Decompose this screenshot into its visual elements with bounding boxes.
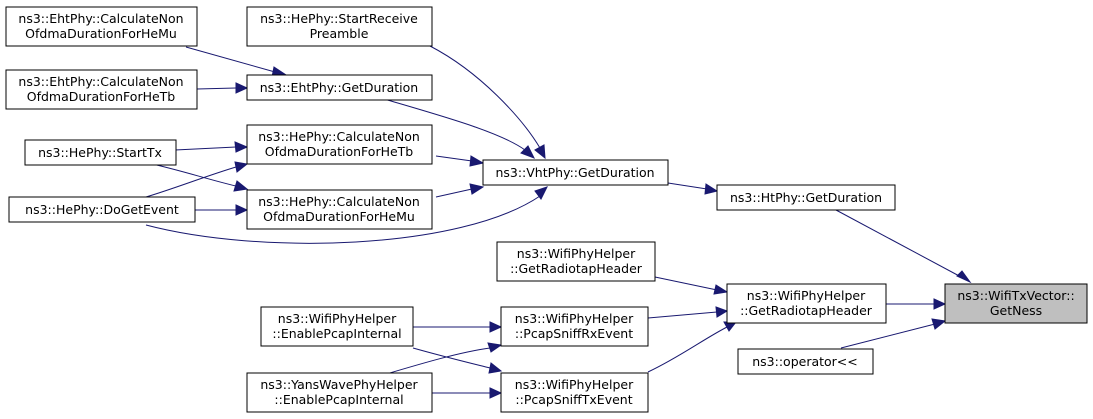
edge-dogetevent-to-vht xyxy=(145,195,541,244)
arrowhead-icon xyxy=(489,387,503,399)
edge-starttx-to-hephy-calc-hetb xyxy=(174,146,237,151)
node-label-line-2: ::EnablePcapInternal xyxy=(272,326,401,341)
edge-pcapsnifftx-to-radiotapheader xyxy=(647,325,730,373)
node-wifiphyhelper-getradiotapheader-2[interactable]: ns3::WifiPhyHelper ::GetRadiotapHeader xyxy=(496,241,656,282)
arrowhead-icon xyxy=(704,183,719,195)
arrowhead-icon xyxy=(956,270,972,284)
edge-pcapsniffrx-to-radiotapheader xyxy=(647,311,718,319)
edge-radiotapheader2-to-radiotapheader xyxy=(654,276,718,291)
edge-ht-getduration-to-getness xyxy=(835,209,964,279)
node-label-line-1: ns3::EhtPhy::CalculateNon xyxy=(18,11,183,26)
arrowhead-icon xyxy=(933,298,947,310)
edge-enablepcap-yans-to-pcapsniffrx xyxy=(382,347,491,376)
node-ehtphy-calculatenonofdmadurationforhemu[interactable]: ns3::EhtPhy::CalculateNon OfdmaDurationF… xyxy=(5,6,198,47)
arrowhead-icon xyxy=(235,82,249,94)
node-label-line-1: ns3::WifiTxVector:: xyxy=(957,288,1074,303)
edges-layer xyxy=(145,45,972,399)
node-wifiphyhelper-enablepcapinternal[interactable]: ns3::WifiPhyHelper ::EnablePcapInternal xyxy=(260,306,414,347)
node-label: ns3::HePhy::StartTx xyxy=(38,145,162,160)
node-label-line-2: OfdmaDurationForHeTb xyxy=(265,144,414,159)
node-label-line-1: ns3::WifiPhyHelper xyxy=(517,246,636,261)
node-label-line-2: OfdmaDurationForHeTb xyxy=(27,89,176,104)
node-label: ns3::operator<< xyxy=(752,354,858,369)
node-label-line-1: ns3::WifiPhyHelper xyxy=(515,377,634,392)
arrowhead-icon xyxy=(534,144,546,160)
node-ehtphy-calculatenonofdmadurationforhetb[interactable]: ns3::EhtPhy::CalculateNon OfdmaDurationF… xyxy=(5,69,198,110)
arrowhead-icon xyxy=(534,186,548,200)
node-wifiphyhelper-getradiotapheader[interactable]: ns3::WifiPhyHelper ::GetRadiotapHeader xyxy=(726,283,887,324)
node-operator-ltlt[interactable]: ns3::operator<< xyxy=(737,348,874,375)
node-label-line-1: ns3::WifiPhyHelper xyxy=(747,288,866,303)
arrowhead-icon xyxy=(715,306,729,318)
arrowhead-icon xyxy=(488,362,503,374)
nodes-layer: ns3::WifiTxVector:: GetNess ns3::HtPhy::… xyxy=(5,6,1088,413)
node-label-line-1: ns3::HePhy::CalculateNon xyxy=(258,194,420,209)
arrowhead-icon xyxy=(234,161,249,173)
edge-ehtphy-calc-hemu-to-eht-getduration xyxy=(185,46,276,73)
arrowhead-icon xyxy=(233,180,249,192)
arrowhead-icon xyxy=(713,284,729,295)
node-wifiphyhelper-pcapsnifftxevent[interactable]: ns3::WifiPhyHelper ::PcapSniffTxEvent xyxy=(500,372,649,413)
node-label-line-1: ns3::YansWavePhyHelper xyxy=(260,377,418,392)
node-hephy-startreceivepreamble[interactable]: ns3::HePhy::StartReceive Preamble xyxy=(246,6,433,47)
edge-hephy-calc-hetb-to-vht xyxy=(435,155,473,162)
node-label-line-2: ::PcapSniffTxEvent xyxy=(515,392,632,407)
arrowhead-icon xyxy=(235,204,249,216)
node-label-line-2: OfdmaDurationForHeMu xyxy=(263,209,415,224)
node-label-line-2: Preamble xyxy=(310,26,369,41)
node-hephy-starttx[interactable]: ns3::HePhy::StartTx xyxy=(24,139,177,166)
node-hephy-calculatenonofdmadurationforhetb[interactable]: ns3::HePhy::CalculateNon OfdmaDurationFo… xyxy=(246,124,433,165)
node-label-line-2: GetNess xyxy=(990,303,1042,318)
node-label: ns3::HePhy::DoGetEvent xyxy=(25,202,179,217)
node-wifiphyhelper-pcapsniffrxevent[interactable]: ns3::WifiPhyHelper ::PcapSniffRxEvent xyxy=(500,306,649,347)
arrowhead-icon xyxy=(487,342,503,353)
node-label-line-2: ::GetRadiotapHeader xyxy=(510,261,643,276)
edge-eht-getduration-to-vht xyxy=(383,98,526,151)
node-label-line-2: ::GetRadiotapHeader xyxy=(740,303,873,318)
edge-starttx-to-hephy-calc-hemu xyxy=(147,162,237,187)
arrowhead-icon xyxy=(469,183,485,195)
node-label-line-2: OfdmaDurationForHeMu xyxy=(25,26,177,41)
node-label-line-2: ::PcapSniffRxEvent xyxy=(515,326,633,341)
node-label-line-1: ns3::WifiPhyHelper xyxy=(515,311,634,326)
arrowhead-icon xyxy=(469,155,485,167)
node-label-line-2: ::EnablePcapInternal xyxy=(274,392,403,407)
edge-operator-to-getness xyxy=(840,323,936,349)
edge-vht-getduration-to-ht-getduration xyxy=(667,182,708,190)
arrowhead-icon xyxy=(520,145,536,159)
node-label-line-1: ns3::EhtPhy::CalculateNon xyxy=(18,74,183,89)
node-label: ns3::VhtPhy::GetDuration xyxy=(495,165,654,180)
arrowhead-icon xyxy=(489,321,503,333)
edge-dogetevent-to-hephy-calc-hetb xyxy=(145,166,237,198)
node-label-line-1: ns3::WifiPhyHelper xyxy=(278,311,397,326)
node-label: ns3::HtPhy::GetDuration xyxy=(730,190,882,205)
edge-hephy-calc-hemu-to-vht xyxy=(435,188,473,198)
node-ehtphy-getduration[interactable]: ns3::EhtPhy::GetDuration xyxy=(246,74,433,101)
node-label-line-1: ns3::HePhy::StartReceive xyxy=(260,11,418,26)
arrowhead-icon xyxy=(234,141,249,153)
edge-startreceive-to-vht xyxy=(429,45,541,149)
node-vhtphy-getduration[interactable]: ns3::VhtPhy::GetDuration xyxy=(482,159,669,186)
edge-enablepcap-wifi-to-pcapsnifftx xyxy=(412,347,491,369)
node-htphy-getduration[interactable]: ns3::HtPhy::GetDuration xyxy=(716,184,896,211)
node-yanswavephyhelper-enablepcapinternal[interactable]: ns3::YansWavePhyHelper ::EnablePcapInter… xyxy=(246,372,433,413)
node-label-line-1: ns3::HePhy::CalculateNon xyxy=(258,129,420,144)
arrowhead-icon xyxy=(931,318,947,330)
node-wifitxvector-getness[interactable]: ns3::WifiTxVector:: GetNess xyxy=(944,283,1088,324)
node-hephy-calculatenonofdmadurationforhemu[interactable]: ns3::HePhy::CalculateNon OfdmaDurationFo… xyxy=(246,189,433,230)
node-label: ns3::EhtPhy::GetDuration xyxy=(260,80,418,95)
node-hephy-dogetevent[interactable]: ns3::HePhy::DoGetEvent xyxy=(8,196,196,223)
edge-ehtphy-calc-hetb-to-eht-getduration xyxy=(196,87,237,90)
